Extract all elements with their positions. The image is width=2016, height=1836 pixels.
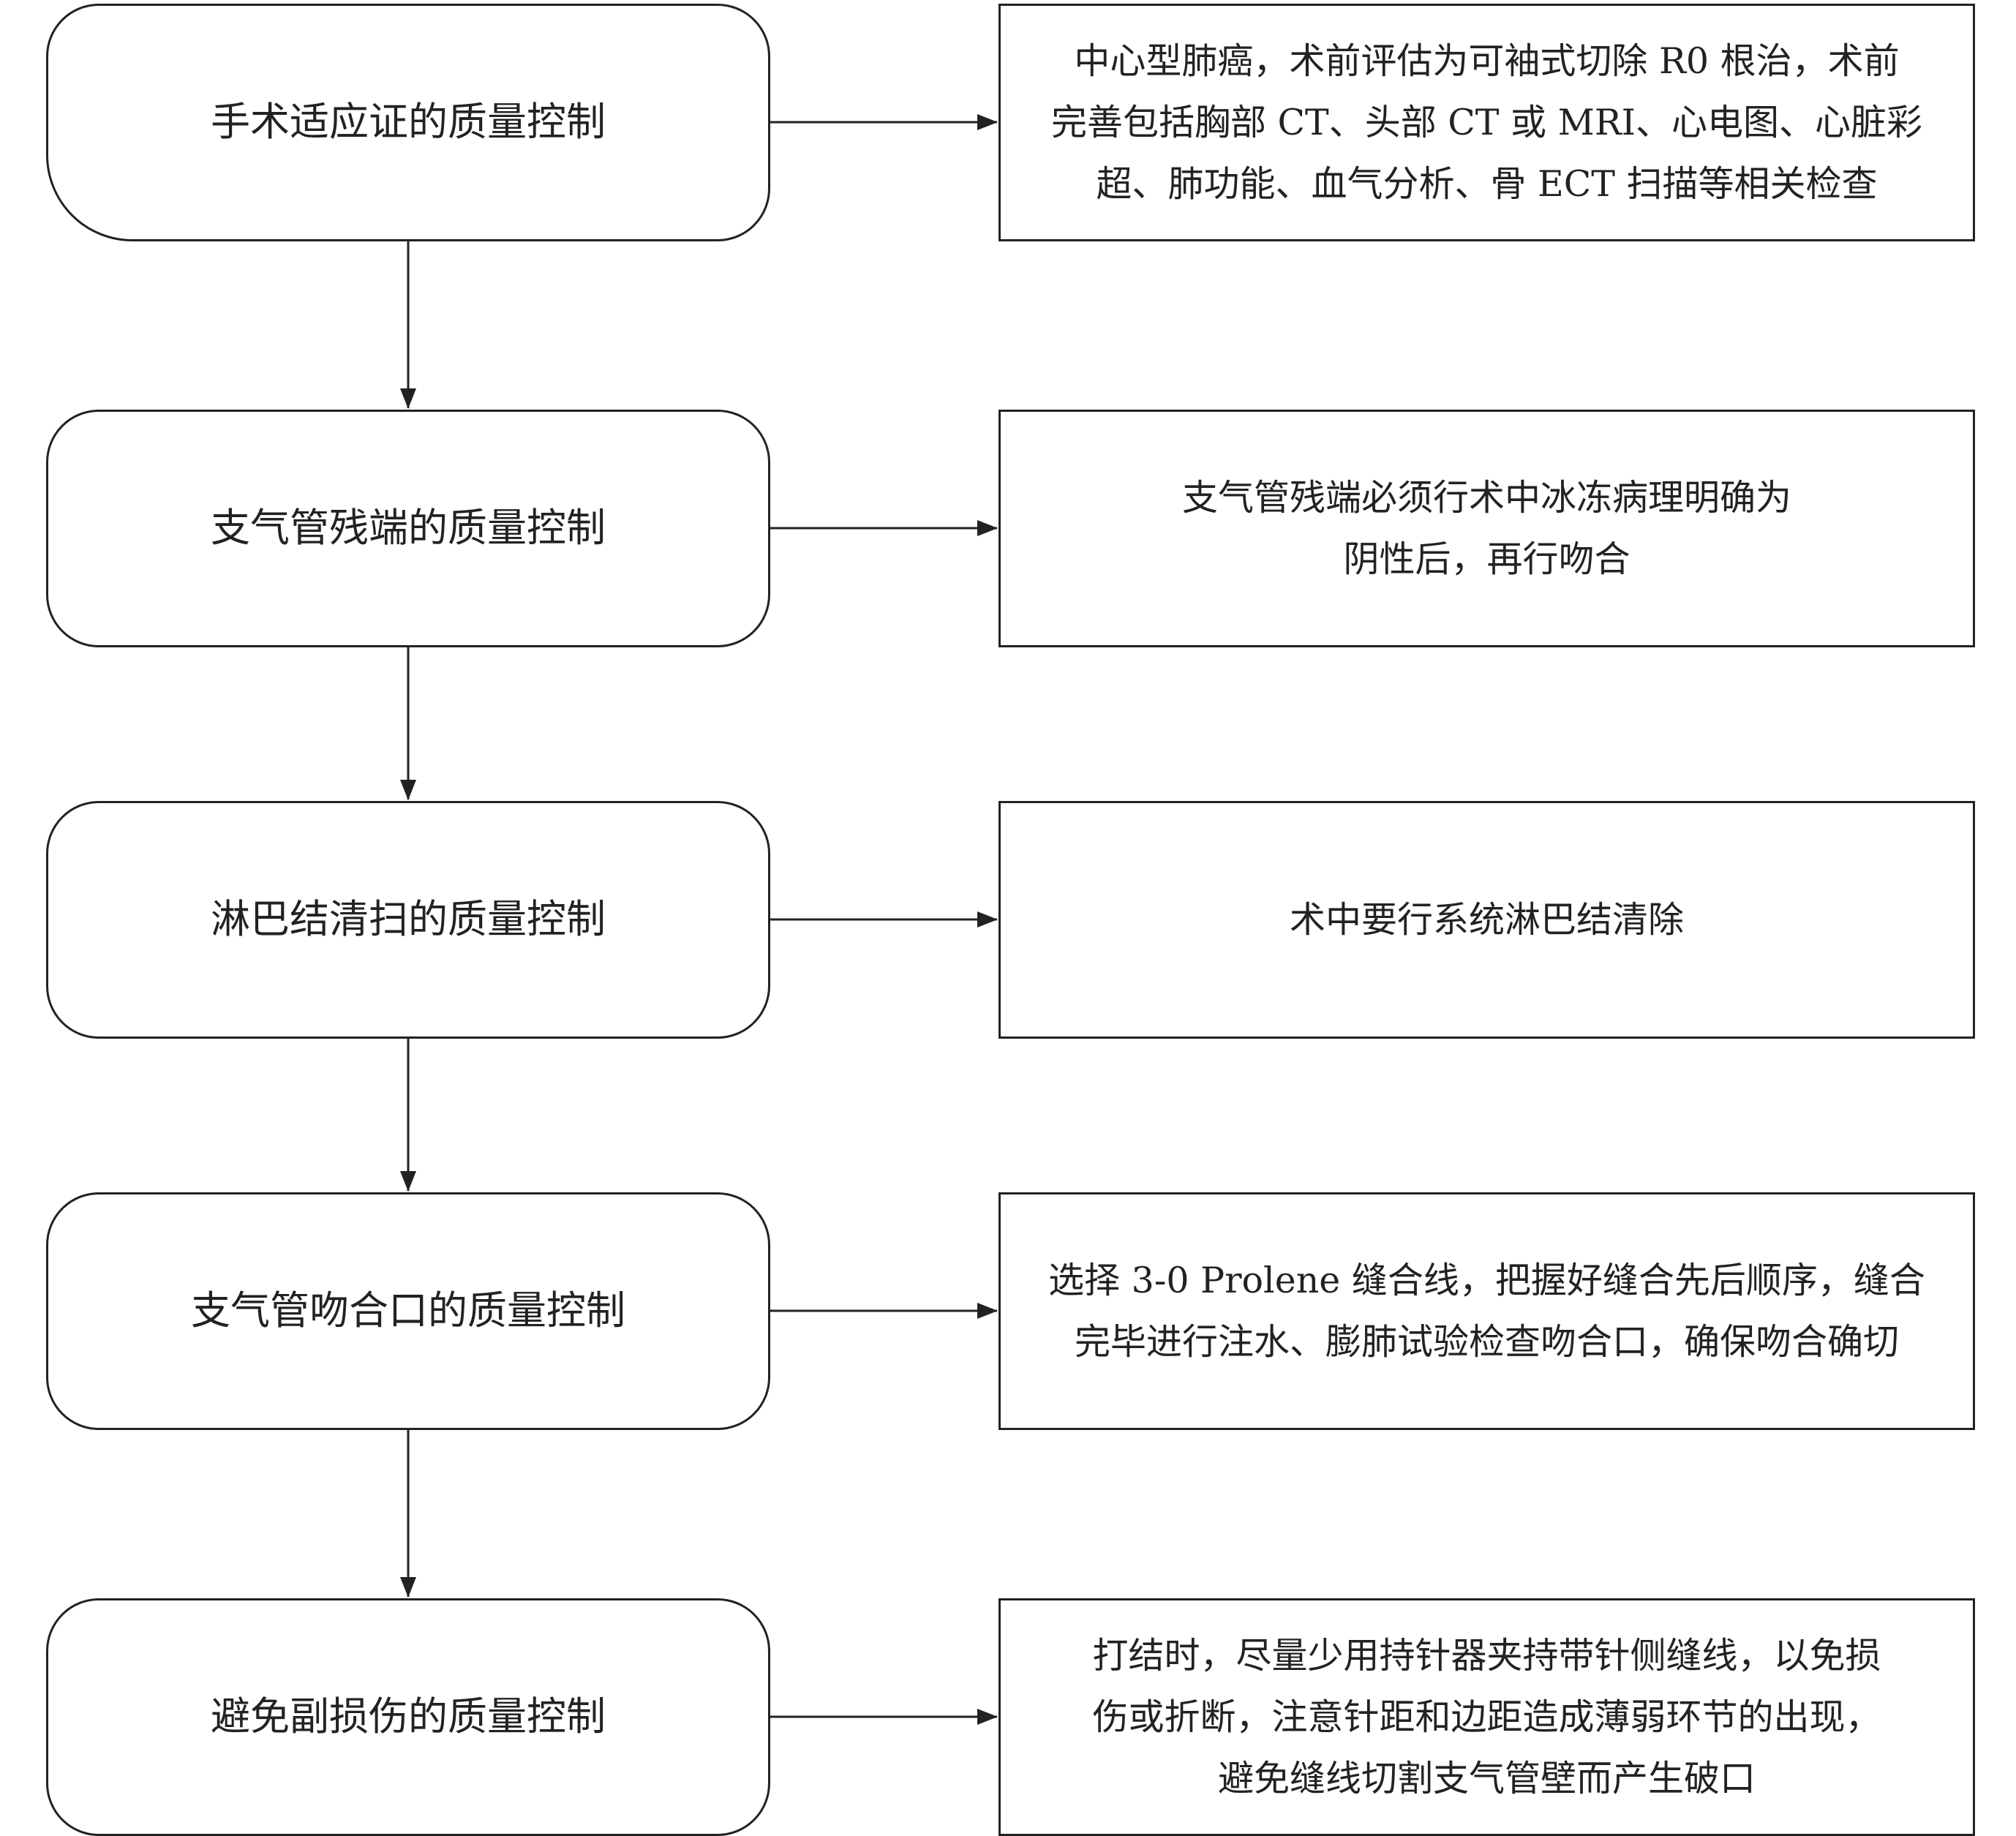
detail-node-bronchial-stump: 支气管残端必须行术中冰冻病理明确为 阴性后，再行吻合 [998, 410, 1975, 647]
detail-line: 打结时，尽量少用持针器夹持带针侧缝线，以免损 [1092, 1634, 1881, 1677]
detail-text: 中心型肺癌，术前评估为可袖式切除 R0 根治，术前 完善包括胸部 CT、头部 C… [1051, 31, 1922, 215]
step-label: 淋巴结清扫的质量控制 [211, 896, 606, 943]
step-label: 支气管吻合口的质量控制 [191, 1287, 625, 1334]
step-node-bronchial-anastomosis: 支气管吻合口的质量控制 [46, 1192, 770, 1430]
detail-line: 超、肺功能、血气分析、骨 ECT 扫描等相关检查 [1096, 162, 1878, 205]
detail-node-avoid-collateral-injury: 打结时，尽量少用持针器夹持带针侧缝线，以免损 伤或折断，注意针距和边距造成薄弱环… [998, 1598, 1975, 1836]
detail-node-surgical-indication: 中心型肺癌，术前评估为可袖式切除 R0 根治，术前 完善包括胸部 CT、头部 C… [998, 4, 1975, 241]
detail-line: 阴性后，再行吻合 [1343, 538, 1631, 580]
detail-line: 完毕进行注水、膨肺试验检查吻合口，确保吻合确切 [1074, 1320, 1899, 1363]
detail-line: 伤或折断，注意针距和边距造成薄弱环节的出现， [1092, 1696, 1881, 1738]
detail-text: 选择 3-0 Prolene 缝合线，把握好缝合先后顺序，缝合 完毕进行注水、膨… [1048, 1250, 1925, 1373]
detail-node-bronchial-anastomosis: 选择 3-0 Prolene 缝合线，把握好缝合先后顺序，缝合 完毕进行注水、膨… [998, 1192, 1975, 1430]
step-node-surgical-indication: 手术适应证的质量控制 [46, 4, 770, 241]
step-label: 支气管残端的质量控制 [211, 505, 606, 552]
detail-text: 打结时，尽量少用持针器夹持带针侧缝线，以免损 伤或折断，注意针距和边距造成薄弱环… [1092, 1625, 1881, 1810]
detail-line: 中心型肺癌，术前评估为可袖式切除 R0 根治，术前 [1074, 39, 1900, 82]
detail-text: 术中要行系统淋巴结清除 [1290, 889, 1684, 951]
detail-text: 支气管残端必须行术中冰冻病理明确为 阴性后，再行吻合 [1182, 467, 1791, 590]
detail-line: 避免缝线切割支气管壁而产生破口 [1217, 1757, 1756, 1799]
step-node-avoid-collateral-injury: 避免副损伤的质量控制 [46, 1598, 770, 1836]
detail-line: 术中要行系统淋巴结清除 [1289, 898, 1684, 941]
detail-line: 选择 3-0 Prolene 缝合线，把握好缝合先后顺序，缝合 [1048, 1259, 1925, 1301]
detail-line: 完善包括胸部 CT、头部 CT 或 MRI、心电图、心脏彩 [1050, 101, 1923, 143]
step-node-bronchial-stump: 支气管残端的质量控制 [46, 410, 770, 647]
step-label: 手术适应证的质量控制 [211, 99, 606, 146]
step-label: 避免副损伤的质量控制 [211, 1693, 606, 1740]
step-node-lymph-node-dissection: 淋巴结清扫的质量控制 [46, 801, 770, 1039]
detail-node-lymph-node-dissection: 术中要行系统淋巴结清除 [998, 801, 1975, 1039]
detail-line: 支气管残端必须行术中冰冻病理明确为 [1181, 476, 1791, 519]
